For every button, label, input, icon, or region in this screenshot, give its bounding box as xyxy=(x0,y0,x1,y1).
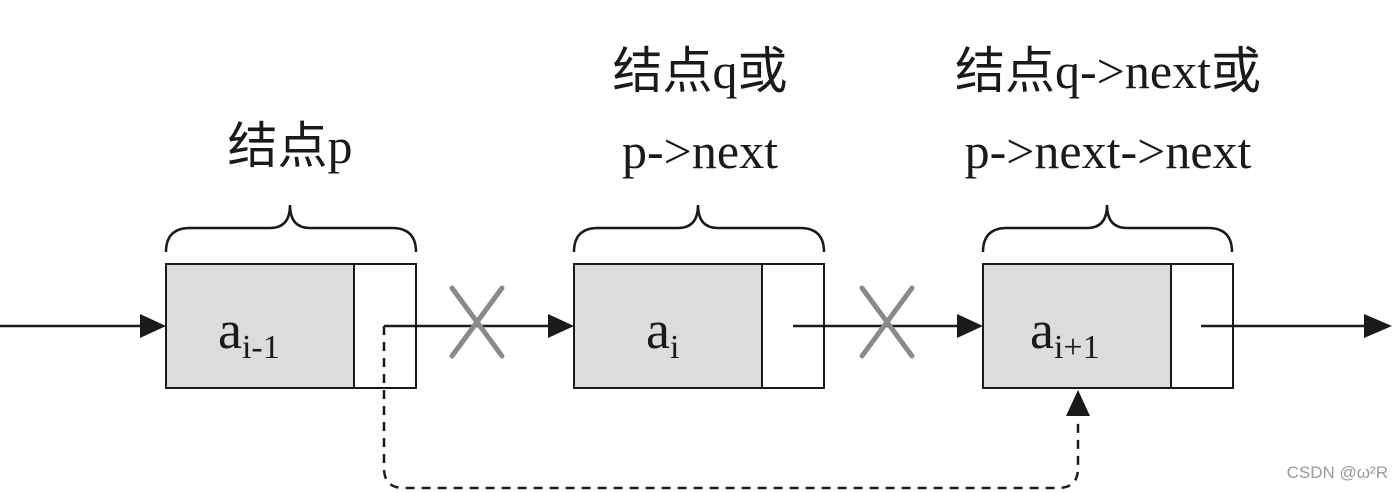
arrowhead-prev-to-cur xyxy=(548,314,574,338)
node-prev-data: ai-1 xyxy=(218,300,280,366)
watermark-text: CSDN @ω²R xyxy=(1286,463,1388,482)
arrowhead-cur-to-next xyxy=(957,314,983,338)
label-node-q-line2: p->next xyxy=(622,123,778,179)
node-cur-data: ai xyxy=(646,300,679,366)
node-cur: ai xyxy=(573,263,825,389)
label-node-next-line1: 结点q->next或 xyxy=(955,43,1261,99)
node-next: ai+1 xyxy=(982,263,1234,389)
cross-mark-prev-link xyxy=(449,285,505,359)
brace-node-p xyxy=(164,204,418,253)
label-node-next-line2: p->next->next xyxy=(965,123,1252,179)
dashed-link-prev-to-next xyxy=(382,326,1080,490)
label-node-p: 结点p xyxy=(228,118,353,174)
node-prev-data-field xyxy=(165,263,355,389)
brace-node-q xyxy=(572,204,826,253)
node-prev: ai-1 xyxy=(165,263,417,389)
arrowhead-dashed xyxy=(1066,390,1090,416)
brace-node-next xyxy=(981,204,1234,253)
arrowhead-out xyxy=(1364,314,1392,338)
label-node-q-line1: 结点q或 xyxy=(613,43,788,99)
cross-mark-cur-link xyxy=(859,285,915,359)
arrowhead-in xyxy=(140,314,166,338)
node-next-data-field xyxy=(982,263,1172,389)
node-next-data: ai+1 xyxy=(1030,300,1100,366)
